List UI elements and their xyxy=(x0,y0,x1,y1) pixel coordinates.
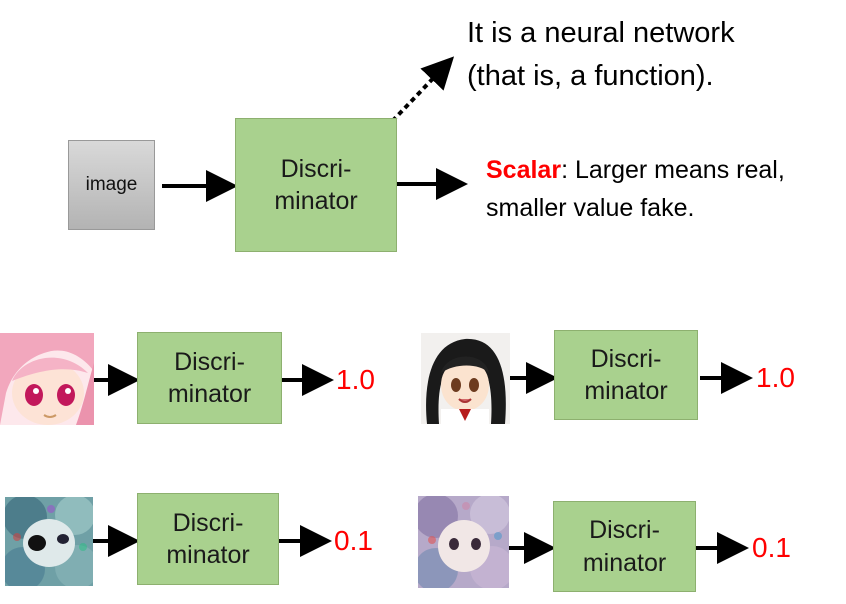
discriminator-box: Discri- minator xyxy=(137,493,279,585)
neural-network-note: It is a neural network (that is, a funct… xyxy=(467,17,735,92)
discriminator-box: Discri- minator xyxy=(554,330,698,420)
output-score: 1.0 xyxy=(756,362,795,393)
scalar-description: Scalar: Larger means real, smaller value… xyxy=(486,151,785,227)
anime-girl-black-hair-icon xyxy=(421,333,510,424)
discriminator-label: Discri- minator xyxy=(584,344,668,406)
discriminator-label: Discri- minator xyxy=(166,508,250,570)
discriminator-label: Discri- minator xyxy=(274,154,358,216)
output-score: 1.0 xyxy=(336,364,375,395)
discriminator-box: Discri- minator xyxy=(553,501,696,592)
noisy-generated-image-icon xyxy=(418,496,509,588)
input-image-placeholder: image xyxy=(68,140,155,230)
discriminator-box: Discri- minator xyxy=(137,332,282,424)
discriminator-label: Discri- minator xyxy=(582,516,667,577)
noisy-generated-image-icon xyxy=(5,497,93,586)
discriminator-label: Discri- minator xyxy=(167,347,252,409)
anime-girl-pink-hair-icon xyxy=(0,333,94,425)
scalar-text: : Larger means real, smaller value fake. xyxy=(486,156,785,222)
scalar-keyword: Scalar xyxy=(486,156,562,184)
output-score: 0.1 xyxy=(334,525,373,556)
output-score: 0.1 xyxy=(752,532,791,563)
discriminator-box: Discri- minator xyxy=(235,118,397,252)
input-image-label: image xyxy=(85,174,138,195)
